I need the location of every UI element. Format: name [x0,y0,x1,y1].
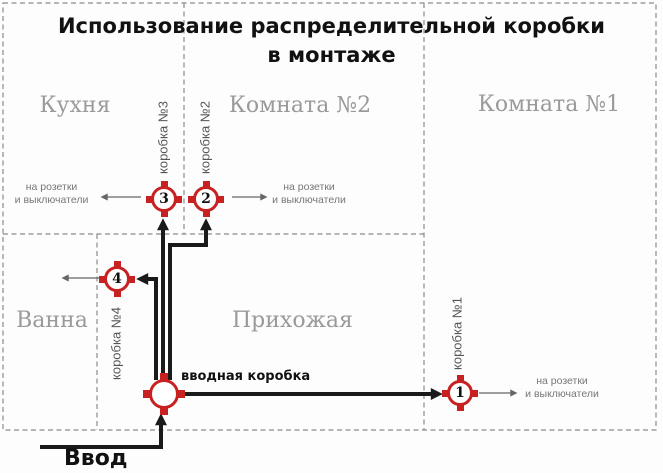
diagram-title-line2: в монтаже [267,43,396,67]
junction-box-2: 2 [188,181,224,217]
terminal-square-bottom [113,290,121,297]
terminal-square-left [99,275,106,283]
terminal-square-left [143,390,151,398]
terminal-square-left [146,195,153,203]
terminal-square-top [202,181,210,188]
terminal-square-top [160,181,168,188]
input-junction-box [143,373,185,415]
junction-box-4-number: 4 [112,271,122,287]
outlets-note-line2: и выключатели [14,193,89,206]
terminal-square-top [160,373,168,381]
box-label-3: коробка №3 [155,101,171,174]
junction-box-2-number: 2 [201,191,211,207]
room-label-kitchen: Кухня [39,93,111,118]
wire-input-to-box4 [136,273,158,380]
terminal-square-bottom [456,404,464,411]
service-entry-label: Ввод [64,446,128,471]
room-label-room2: Комната №2 [228,93,372,118]
junction-box-1: 1 [442,375,478,411]
terminal-square-left [188,195,195,203]
wire-input-to-box2 [168,218,212,380]
outlets-note-line1: на розетки [536,375,588,387]
outlets-note-line2: и выключатели [272,193,346,206]
terminal-square-top [113,261,121,268]
junction-box-3: 3 [146,181,182,217]
junction-box-4: 4 [99,261,135,297]
outlets-note-box2: на розетки и выключатели [265,181,353,206]
terminal-square-left [442,389,449,397]
apartment-outline [2,2,657,431]
outlets-note-line2: и выключатели [525,387,599,400]
outlets-note-line1: на розетки [25,181,78,193]
terminal-square-right [175,195,182,203]
junction-box-1-number: 1 [455,385,465,401]
box-label-2: коробка №2 [197,101,213,174]
terminal-square-right [217,195,224,203]
terminal-square-bottom [160,407,168,415]
input-box-label: вводная коробка [181,369,311,384]
terminal-square-right [471,389,478,397]
terminal-square-right [128,275,135,283]
room-label-bath: Ванна [16,308,88,333]
room-label-hall: Прихожая [232,308,353,333]
box-label-1: коробка №1 [449,297,465,370]
junction-box-3-number: 3 [159,191,169,207]
wire-entry-to-input-box [40,413,167,449]
terminal-square-bottom [160,210,168,217]
outlets-note-box1: на розетки и выключатели [512,375,612,400]
terminal-square-bottom [202,210,210,217]
terminal-square-top [456,375,464,382]
diagram-title-line1: Использование распределительной коробки [57,14,606,38]
outlets-note-line1: на розетки [283,181,335,193]
room-label-room1: Комната №1 [477,92,621,117]
terminal-square-right [177,390,185,398]
outlets-note-box3: на розетки и выключатели [5,181,98,206]
box-label-4: коробка №4 [108,307,124,380]
